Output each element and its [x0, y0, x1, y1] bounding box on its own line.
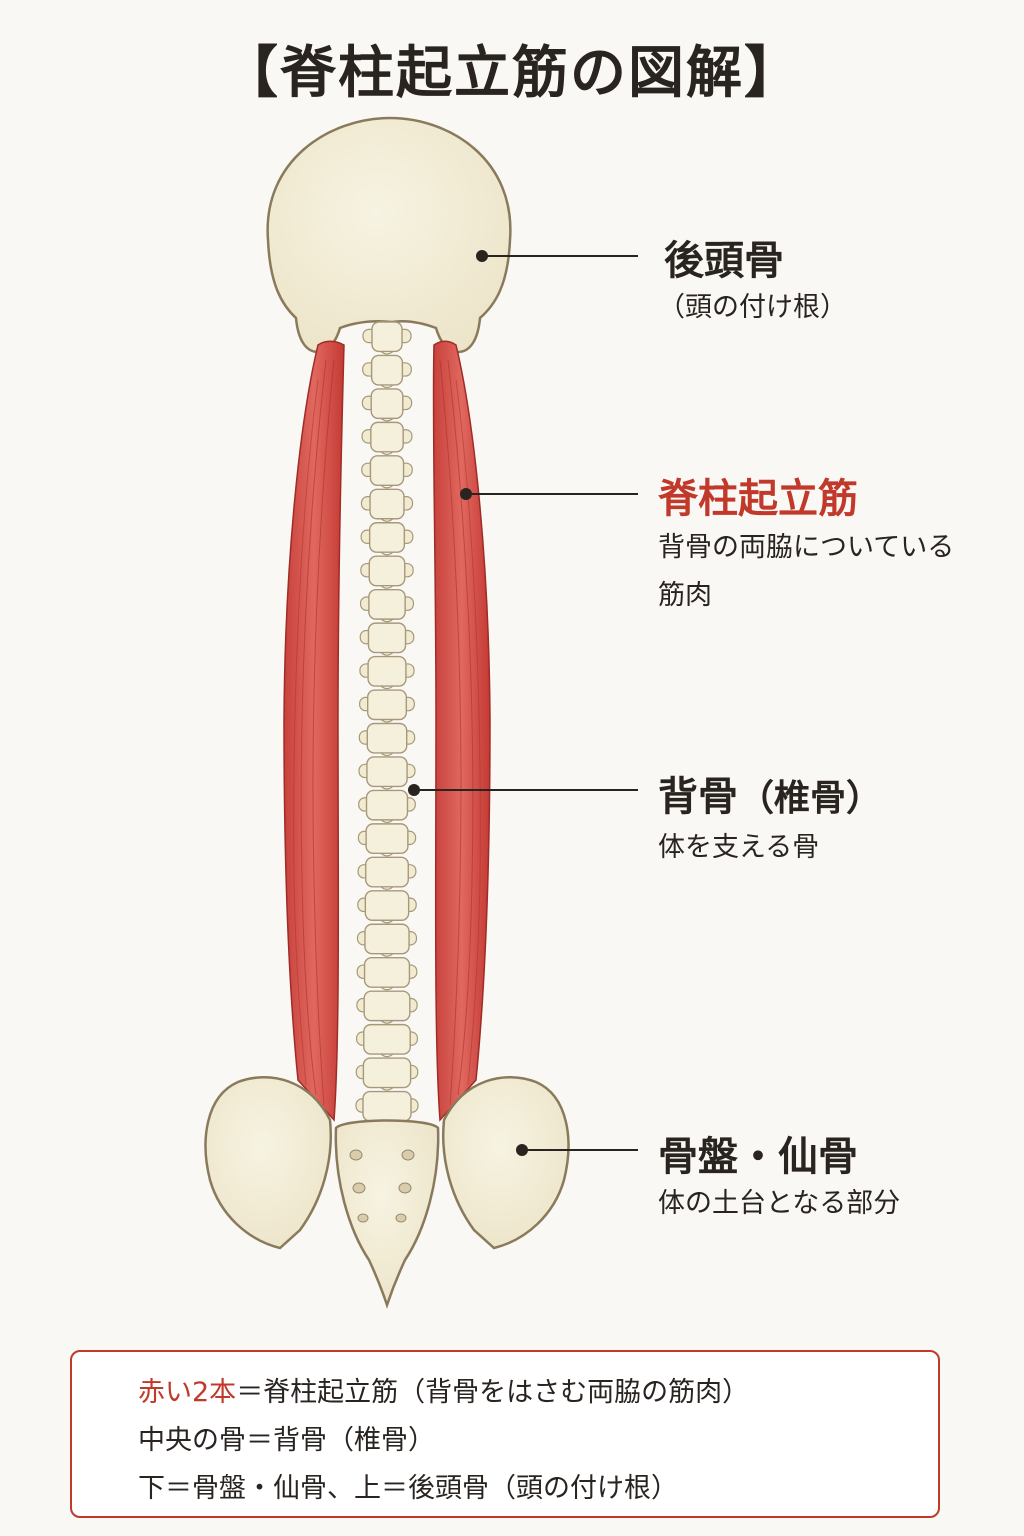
note-line-2: 中央の骨＝背骨（椎骨）: [138, 1425, 435, 1456]
label-erector-desc-2: 筋肉: [658, 580, 712, 611]
vertebra: [357, 823, 417, 857]
note-line-3: 下＝骨盤・仙骨、上＝後頭骨（頭の付け根）: [138, 1473, 678, 1504]
leader-pelvis: [516, 1144, 638, 1156]
summary-note-box: 赤い2本＝脊柱起立筋（背骨をはさむ両脇の筋肉） 中央の骨＝背骨（椎骨） 下＝骨盤…: [70, 1350, 940, 1518]
vertebra: [358, 722, 416, 757]
label-erector-name: 脊柱起立筋: [658, 476, 858, 522]
label-erector-desc-1: 背骨の両脇についている: [658, 532, 955, 563]
label-spine-desc: 体を支える骨: [658, 832, 820, 863]
leader-occipital: [476, 250, 638, 262]
label-occipital-desc: （頭の付け根）: [658, 292, 847, 323]
spine-vertebrae: [355, 321, 419, 1125]
vertebra: [361, 421, 413, 455]
vertebra: [356, 923, 418, 957]
vertebra: [361, 388, 413, 422]
vertebra: [357, 856, 417, 890]
vertebra: [357, 890, 417, 924]
note-line-1: 赤い2本＝脊柱起立筋（背骨をはさむ両脇の筋肉）: [138, 1370, 749, 1409]
vertebra: [360, 522, 414, 556]
vertebra: [359, 622, 415, 656]
vertebra: [362, 321, 412, 355]
label-occipital-name: 後頭骨: [664, 238, 784, 284]
vertebra: [358, 756, 416, 790]
vertebra: [360, 555, 414, 589]
note-line-1-rest: ＝脊柱起立筋（背骨をはさむ両脇の筋肉）: [236, 1377, 750, 1408]
label-pelvis-desc: 体の土台となる部分: [658, 1188, 901, 1219]
vertebra: [362, 354, 412, 389]
leader-erector: [460, 488, 638, 500]
erector-spinae-right: [432, 340, 491, 1122]
vertebra: [359, 689, 415, 723]
label-spine: 背骨（椎骨）: [658, 764, 882, 822]
vertebra: [361, 455, 413, 489]
label-spine-paren: （椎骨）: [738, 778, 883, 819]
leader-spine: [408, 784, 638, 796]
vertebra: [356, 990, 418, 1024]
label-spine-name: 背骨: [658, 774, 738, 820]
vertebra: [359, 588, 415, 623]
vertebra: [358, 789, 416, 823]
vertebra: [359, 655, 415, 690]
sacrum: [334, 1119, 440, 1309]
vertebra: [356, 1023, 418, 1058]
skull: [266, 116, 512, 354]
diagram-title: 【脊柱起立筋の図解】: [222, 41, 802, 106]
vertebra: [356, 957, 418, 991]
vertebra: [355, 1090, 419, 1125]
vertebra: [355, 1057, 419, 1091]
label-pelvis-name: 骨盤・仙骨: [658, 1134, 858, 1180]
erector-spinae-left: [283, 340, 345, 1122]
vertebra: [360, 488, 414, 522]
note-line-1-highlight: 赤い2本: [138, 1377, 237, 1408]
pelvis: [204, 1076, 570, 1250]
